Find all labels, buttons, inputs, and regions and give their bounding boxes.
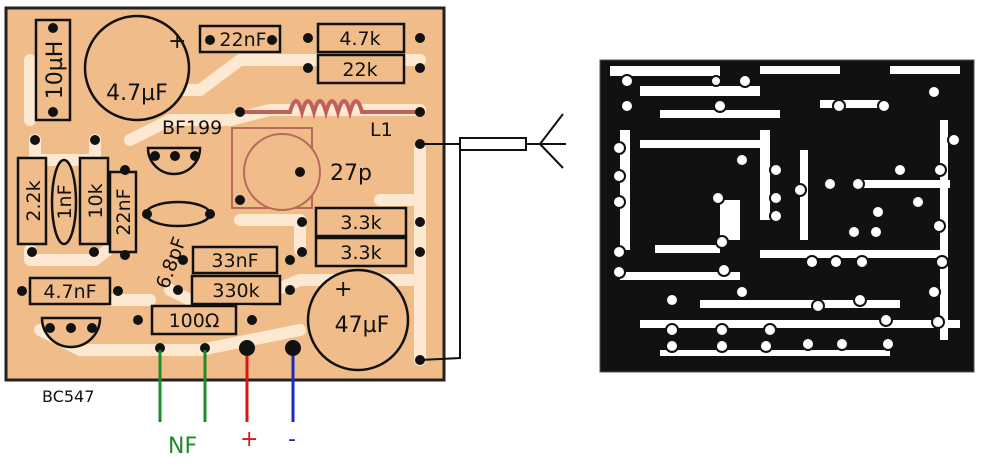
inductor-10uh bbox=[34, 18, 72, 122]
component-side-board: 10µH + 4.7µF 22nF 4.7k 22k L1 BF199 27p … bbox=[4, 6, 566, 459]
cap-22nf-side-label: 22nF bbox=[113, 188, 135, 235]
cap-47uf-label: 47µF bbox=[335, 313, 390, 338]
cap-4-7uf bbox=[83, 14, 191, 122]
transistor-bc547-label: BC547 bbox=[42, 387, 94, 406]
copper-pads bbox=[612, 74, 961, 353]
inductor-10uh-label: 10µH bbox=[43, 41, 68, 100]
copper-side-board bbox=[599, 59, 975, 373]
cap-4-7nf bbox=[28, 276, 112, 306]
res-330k bbox=[190, 274, 282, 306]
cap-1nf-label: 1nF bbox=[54, 184, 76, 219]
cap-4-7uf-plus: + bbox=[168, 29, 186, 54]
res-22k-label: 22k bbox=[342, 59, 377, 81]
res-2-2k bbox=[16, 156, 48, 246]
cap-22nf-top-label: 22nF bbox=[219, 29, 266, 51]
antenna-lead bbox=[419, 143, 461, 361]
res-10k bbox=[78, 156, 110, 246]
antenna-icon bbox=[538, 113, 564, 169]
coil-l1 bbox=[240, 99, 420, 120]
res-3-3k-b bbox=[314, 236, 408, 268]
res-100ohm bbox=[150, 304, 238, 336]
res-2-2k-label: 2.2k bbox=[23, 180, 45, 221]
trimmer-27p-label: 27p bbox=[330, 161, 372, 186]
res-10k-label: 10k bbox=[85, 183, 107, 218]
res-330k-label: 330k bbox=[212, 280, 259, 302]
res-4-7k-label: 4.7k bbox=[339, 28, 380, 50]
trimmer-27p bbox=[243, 133, 321, 211]
power-terminals bbox=[155, 340, 301, 356]
cap-1nf bbox=[50, 158, 78, 246]
res-3-3k-b-label: 3.3k bbox=[340, 242, 381, 264]
cap-4-7uf-label: 4.7µF bbox=[106, 81, 168, 106]
cap-33nf bbox=[191, 245, 279, 275]
res-3-3k-a bbox=[314, 206, 408, 238]
res-3-3k-a-label: 3.3k bbox=[340, 212, 381, 234]
antenna-connector bbox=[459, 137, 527, 151]
transistor-bf199-label: BF199 bbox=[162, 117, 222, 139]
cap-47uf-plus: + bbox=[334, 277, 352, 302]
cap-33nf-label: 33nF bbox=[211, 250, 258, 272]
res-100ohm-label: 100Ω bbox=[169, 310, 220, 332]
cap-47uf bbox=[306, 268, 410, 372]
cap-4-7nf-label: 4.7nF bbox=[43, 281, 96, 303]
plus-label: + bbox=[240, 427, 258, 452]
solder-pads bbox=[17, 23, 425, 365]
cap-6-8pf bbox=[144, 200, 212, 228]
res-4-7k bbox=[316, 22, 406, 54]
coil-l1-label: L1 bbox=[370, 119, 393, 141]
res-22k bbox=[316, 53, 406, 85]
nf-label: NF bbox=[168, 434, 197, 459]
minus-label: - bbox=[288, 427, 296, 452]
